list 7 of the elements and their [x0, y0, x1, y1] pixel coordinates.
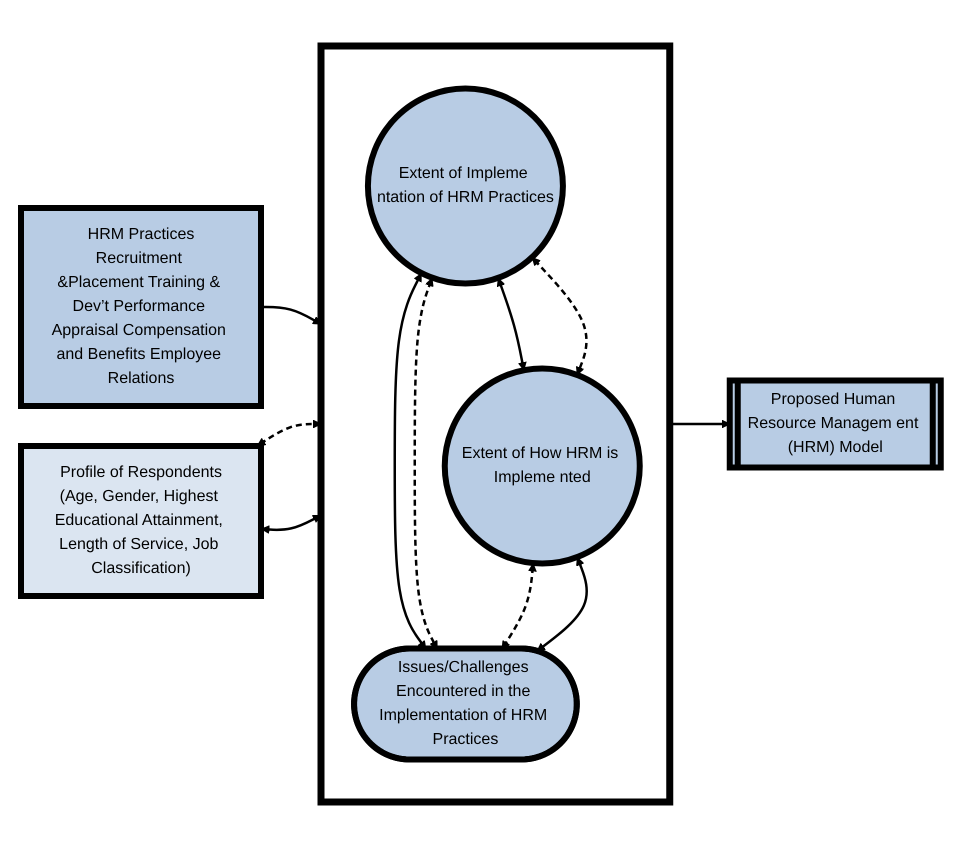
arrow: [532, 256, 588, 375]
node-circle: Extent of How HRM is Impleme nted: [442, 365, 643, 566]
cluster: [318, 42, 674, 805]
node-box: HRM Practices Recruitment &Placement Training & Dev’t Performance Appraisal Compensation and Benefits Employee Relations: [18, 204, 264, 408]
node-circle: Extent of Impleme ntation of HRM Practices: [365, 85, 566, 286]
arrow: [536, 556, 588, 652]
node-box: Profile of Respondents (Age, Gender, Highest Educational Attainment, Length of Service, Job Classification): [18, 442, 264, 598]
